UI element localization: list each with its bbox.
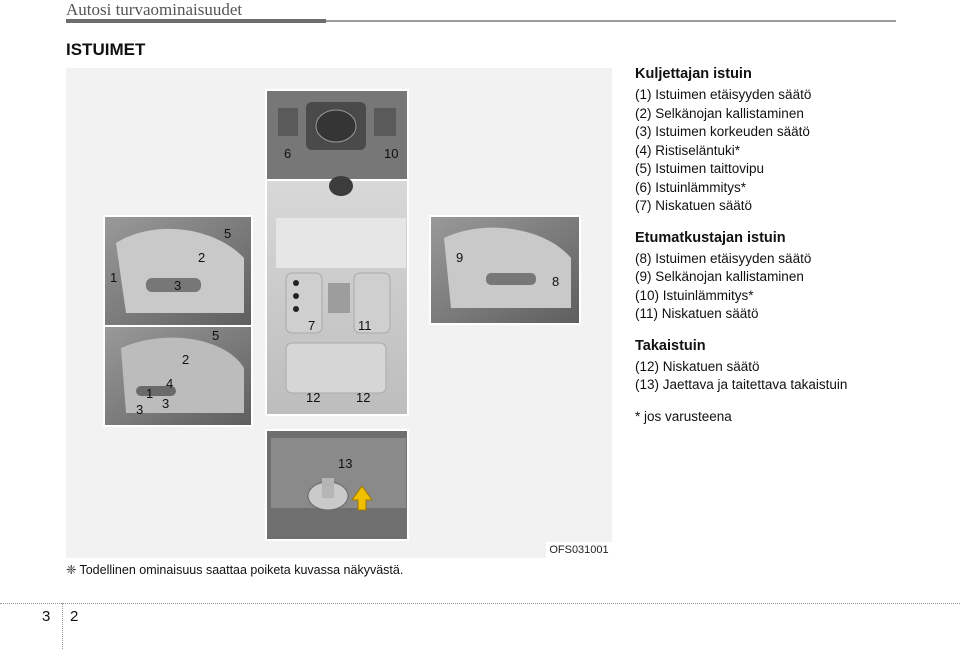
list-item: (4) Ristiseläntuki* — [635, 142, 741, 158]
callout-12: 12 — [356, 390, 370, 405]
figure-code: OFS031001 — [546, 542, 612, 558]
legend-panel: Kuljettajan istuin (1) Istuimen etäisyyd… — [635, 66, 935, 424]
page-number: 2 — [70, 608, 79, 625]
callout-13: 13 — [338, 456, 352, 471]
callout-7: 7 — [308, 318, 315, 333]
header-rule-light — [326, 20, 896, 22]
callout-3: 3 — [136, 402, 143, 417]
disclaimer-note: ❈Todellinen ominaisuus saattaa poiketa k… — [66, 562, 403, 577]
list-item: (5) Istuimen taittovipu — [635, 161, 765, 176]
list-item: (3) Istuimen korkeuden säätö — [635, 124, 810, 139]
passenger-seat-list: (8) Istuimen etäisyyden säätö (9) Selkän… — [635, 250, 935, 324]
passenger-seat — [429, 215, 581, 325]
list-item: (10) Istuinlämmitys* — [635, 287, 754, 303]
callout-5: 5 — [224, 226, 231, 241]
section-title: ISTUIMET — [66, 40, 146, 59]
callout-8: 8 — [552, 274, 559, 289]
cabin-top-view — [265, 176, 409, 416]
chapter-title: Autosi turvaominaisuudet — [66, 0, 243, 19]
seat-diagram: 1 2 3 5 1 2 3 3 4 5 6 7 8 9 10 11 12 12 … — [103, 89, 581, 541]
callout-1: 1 — [146, 386, 153, 401]
footnote: * jos varusteena — [635, 408, 732, 424]
list-item: (1) Istuimen etäisyyden säätö — [635, 87, 812, 102]
note-text: Todellinen ominaisuus saattaa poiketa ku… — [79, 563, 404, 577]
driver-seat-heading: Kuljettajan istuin — [635, 66, 752, 82]
list-item: (11) Niskatuen säätö — [635, 306, 759, 321]
header-rule-dark — [66, 19, 326, 23]
list-item: (9) Selkänojan kallistaminen — [635, 269, 804, 284]
callout-3: 3 — [162, 396, 169, 411]
callout-9: 9 — [456, 250, 463, 265]
chapter-number: 3 — [42, 608, 51, 625]
list-item: (7) Niskatuen säätö — [635, 198, 753, 213]
dashboard-panel — [265, 89, 409, 181]
seat-illustration: 1 2 3 5 1 2 3 3 4 5 6 7 8 9 10 11 12 12 … — [66, 68, 612, 558]
driver-seat-list: (1) Istuimen etäisyyden säätö (2) Selkän… — [635, 86, 935, 216]
list-item: (13) Jaettava ja taitettava takaistuin — [635, 377, 848, 392]
callout-11: 11 — [358, 318, 372, 333]
callout-2: 2 — [198, 250, 205, 265]
driver-seat-bottom — [103, 325, 253, 427]
footer-divider — [0, 603, 960, 604]
rear-seat-detail — [265, 429, 409, 541]
callout-2: 2 — [182, 352, 189, 367]
callout-3: 3 — [174, 278, 181, 293]
list-item: (8) Istuimen etäisyyden säätö — [635, 250, 812, 266]
callout-4: 4 — [166, 376, 173, 391]
footer-separator — [62, 603, 63, 649]
callout-12: 12 — [306, 390, 320, 405]
callout-1: 1 — [110, 270, 117, 285]
callout-10: 10 — [384, 146, 398, 161]
callout-5: 5 — [212, 328, 219, 343]
rear-seat-list: (12) Niskatuen säätö (13) Jaettava ja ta… — [635, 358, 935, 395]
note-mark: ❈ — [66, 563, 77, 577]
list-item: (2) Selkänojan kallistaminen — [635, 105, 804, 121]
passenger-seat-heading: Etumatkustajan istuin — [635, 229, 786, 246]
rear-seat-heading: Takaistuin — [635, 337, 706, 354]
callout-6: 6 — [284, 146, 291, 161]
list-item: (12) Niskatuen säätö — [635, 358, 760, 374]
list-item: (6) Istuinlämmitys* — [635, 179, 747, 195]
